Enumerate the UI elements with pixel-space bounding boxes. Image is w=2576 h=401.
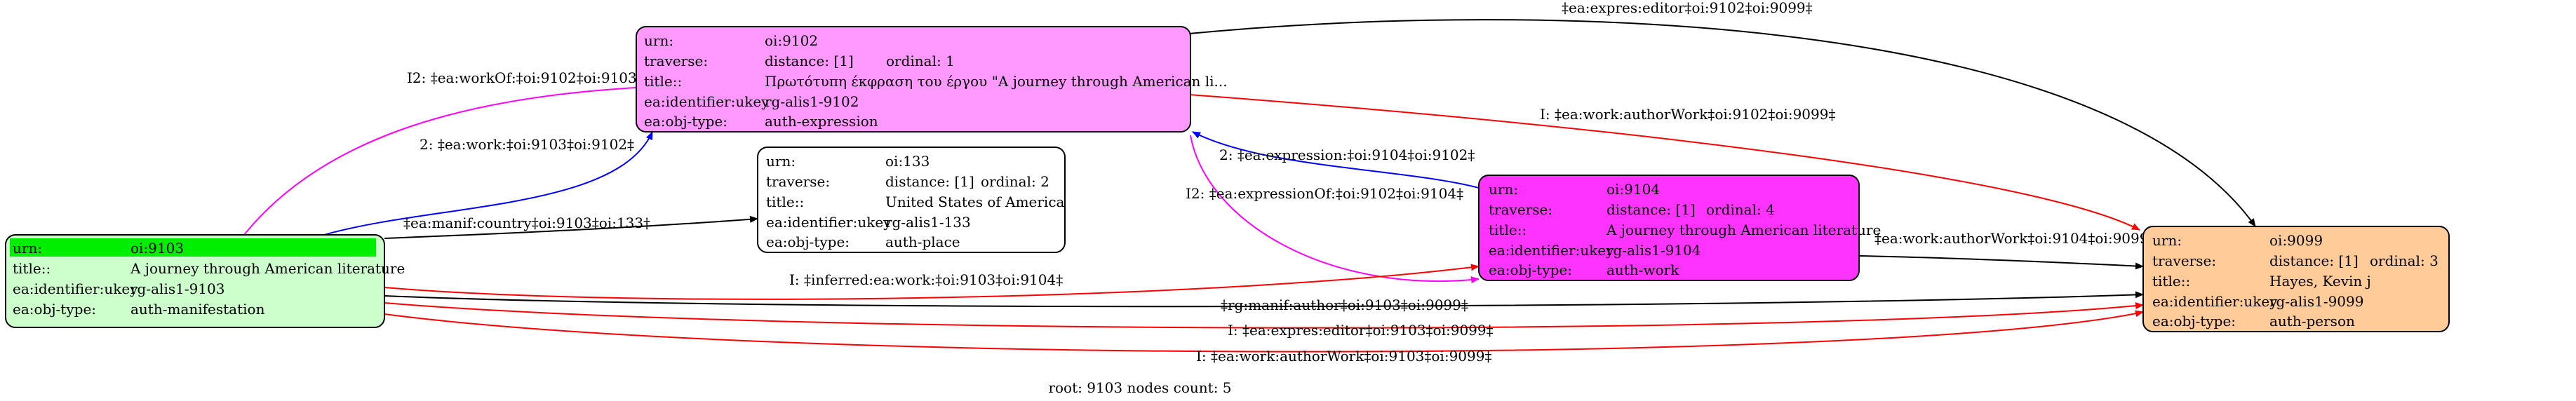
edge-authorWork-9102-9099 [1188, 94, 2140, 231]
node-9102-row-2-key: title:: [644, 73, 682, 90]
node-9099-row-4-key: ea:obj-type: [2152, 313, 2236, 329]
edge-label-authorWork-9102-9099: I: ‡ea:work:authorWork‡oi:9102‡oi:9099‡ [1540, 106, 1835, 123]
edge-rg-manif-author-9103-9099 [384, 291, 2144, 308]
edge-label-authorWork-9104-9099: ‡ea:work:authorWork‡oi:9104‡oi:9099‡ [1874, 230, 2155, 247]
node-9103-row-1-key: title:: [13, 260, 51, 277]
node-9104-row-1-value: distance: [1] [1606, 201, 1696, 218]
edge-label-inferred-work-9103-9104: I: ‡inferred:ea:work:‡oi:9103‡oi:9104‡ [789, 271, 1063, 288]
node-9104-row-3-value: rg-alis1-9104 [1606, 242, 1700, 259]
edge-expres-editor-9103-9099 [384, 302, 2144, 329]
node-9104-row-1-key: traverse: [1489, 201, 1552, 218]
node-9099-row-3-key: ea:identifier:ukey [2152, 293, 2278, 310]
node-9104-row-3-key: ea:identifier:ukey [1489, 242, 1614, 259]
node-9104[interactable]: urn: oi:9104 traverse: distance: [1] ord… [1478, 175, 1881, 281]
node-9104-row-1-value2: ordinal: 4 [1706, 201, 1775, 218]
node-9099-row-3-value: rg-alis1-9099 [2269, 293, 2363, 310]
node-9104-row-2-key: title:: [1489, 222, 1527, 238]
edge-expressionOf-9102-9104 [1190, 135, 1480, 284]
edge-label-work-9103-9102: 2: ‡ea:work:‡oi:9103‡oi:9102‡ [420, 136, 634, 153]
node-9102-row-3-key: ea:identifier:ukey [644, 93, 770, 110]
node-133-row-1-value: distance: [1] [885, 173, 974, 190]
edge-label-expression-9104-9102: 2: ‡ea:expression:‡oi:9104‡oi:9102‡ [1219, 147, 1475, 163]
node-9102[interactable]: urn: oi:9102 traverse: distance: [1] ord… [636, 26, 1228, 132]
node-9102-row-2-value: Πρωτότυπη έκφραση του έργου "A journey t… [765, 73, 1228, 90]
node-133-row-2-key: title:: [766, 193, 804, 210]
node-9103-row-3-value: auth-manifestation [130, 301, 265, 318]
node-9099-row-2-key: title:: [2152, 273, 2190, 290]
node-9104-row-4-key: ea:obj-type: [1489, 261, 1572, 278]
node-9099-row-1-key: traverse: [2152, 252, 2216, 269]
node-133-row-1-value2: ordinal: 2 [981, 173, 1049, 190]
edge-label-expres-editor-9102-9099: ‡ea:expres:editor‡oi:9102‡oi:9099‡ [1562, 0, 1813, 16]
node-9103-box [5, 234, 385, 328]
node-9103[interactable]: urn: oi:9103 title:: A journey through A… [5, 234, 405, 328]
node-9102-row-0-value: oi:9102 [765, 32, 818, 49]
edge-authorWork-9103-9099 [384, 310, 2144, 353]
node-9102-row-1-key: traverse: [644, 53, 708, 69]
node-133-row-0-key: urn: [766, 153, 796, 170]
node-9102-row-3-value: rg-alis1-9102 [765, 93, 859, 110]
edge-label-authorWork-9103-9099: I: ‡ea:work:authorWork‡oi:9103‡oi:9099‡ [1196, 348, 1491, 365]
node-9099-row-0-key: urn: [2152, 232, 2182, 249]
node-9099-row-4-value: auth-person [2269, 313, 2355, 329]
edge-workOf-9102-9103 [238, 87, 637, 243]
node-9102-row-4-value: auth-expression [765, 113, 878, 130]
node-9103-row-1-value: A journey through American literature [130, 260, 405, 277]
node-9099-row-2-value: Hayes, Kevin j [2269, 273, 2371, 290]
edge-manif-country-9103-133 [384, 215, 758, 239]
node-9103-row-2-key: ea:identifier:ukey [13, 280, 138, 297]
edge-label-workOf-9102-9103: I2: ‡ea:workOf:‡oi:9102‡oi:9103‡ [407, 69, 644, 86]
node-9102-row-1-value: distance: [1] [765, 53, 854, 69]
node-9102-row-1-value2: ordinal: 1 [886, 53, 955, 69]
node-133-box [757, 147, 1066, 253]
node-9102-box [636, 26, 1191, 132]
node-9103-row-0-key: urn: [13, 240, 42, 257]
edge-inferred-work-9103-9104 [384, 264, 1480, 300]
node-133-row-3-value: rg-alis1-133 [885, 214, 971, 231]
edge-work-9103-9102 [323, 131, 653, 236]
node-9103-header [10, 238, 376, 257]
node-9104-row-4-value: auth-work [1606, 261, 1679, 278]
node-133-row-1-key: traverse: [766, 173, 830, 190]
edge-label-rg-manif-author-9103-9099: ‡rg:manif:author‡oi:9103‡oi:9099‡ [1221, 297, 1468, 313]
node-133-row-4-key: ea:obj-type: [766, 233, 850, 250]
node-9103-row-2-value: rg-alis1-9103 [130, 280, 224, 297]
node-9099-row-1-value: distance: [1] [2269, 252, 2359, 269]
node-9103-row-3-key: ea:obj-type: [13, 301, 96, 318]
node-133-row-2-value: United States of America [885, 193, 1065, 210]
node-133-row-4-value: auth-place [885, 233, 960, 250]
node-9099[interactable]: urn: oi:9099 traverse: distance: [1] ord… [2142, 226, 2450, 332]
node-9104-box [1478, 175, 1860, 281]
edge-label-expres-editor-9103-9099: I: ‡ea:expres:editor‡oi:9103‡oi:9099‡ [1228, 322, 1494, 339]
edges: ‡ea:expres:editor‡oi:9102‡oi:9099‡ I2: ‡… [238, 0, 2256, 365]
graph-footer: root: 9103 nodes count: 5 [1048, 379, 1231, 396]
node-9099-box [2142, 226, 2450, 332]
edge-label-manif-country-9103-133: ‡ea:manif:country‡oi:9103‡oi:133‡ [403, 215, 650, 231]
node-9103-row-0-value: oi:9103 [130, 240, 184, 257]
edge-authorWork-9104-9099 [1858, 255, 2144, 270]
node-9099-row-1-value2: ordinal: 3 [2370, 252, 2439, 269]
edge-label-expressionOf-9102-9104: I2: ‡ea:expressionOf:‡oi:9102‡oi:9104‡ [1186, 185, 1463, 202]
edge-expression-9104-9102 [1192, 131, 1480, 189]
edge-expres-editor-9102-9099 [1188, 19, 2256, 227]
node-133[interactable]: urn: oi:133 traverse: distance: [1] ordi… [757, 147, 1066, 253]
node-9104-row-0-value: oi:9104 [1606, 181, 1660, 198]
node-9104-row-0-key: urn: [1489, 181, 1518, 198]
node-9102-row-0-key: urn: [644, 32, 673, 49]
node-9099-row-0-value: oi:9099 [2269, 232, 2323, 249]
node-9102-row-4-key: ea:obj-type: [644, 113, 727, 130]
node-9104-row-2-value: A journey through American literature [1606, 222, 1881, 238]
node-133-row-0-value: oi:133 [885, 153, 930, 170]
node-133-row-3-key: ea:identifier:ukey [766, 214, 892, 231]
